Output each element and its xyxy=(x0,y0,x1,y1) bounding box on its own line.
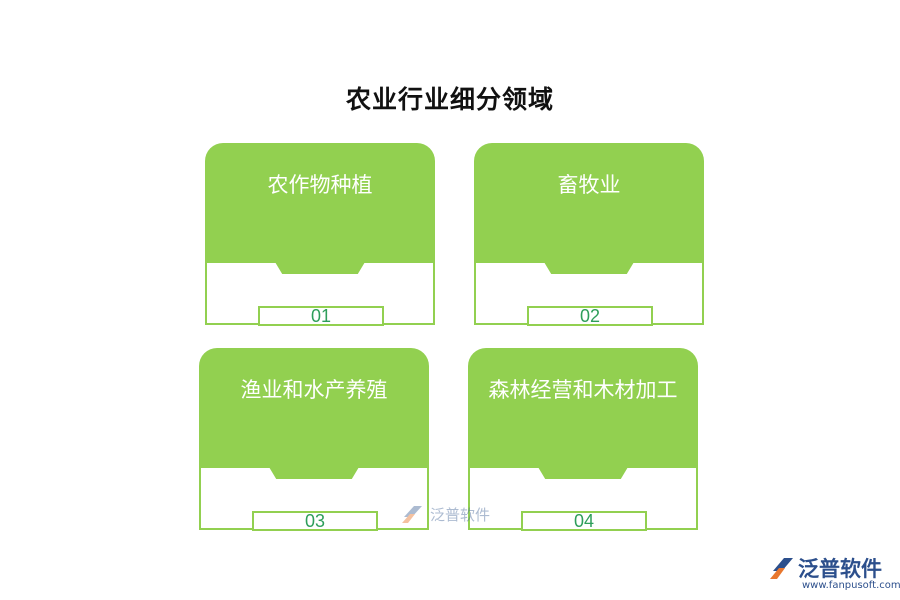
card-number: 03 xyxy=(252,511,378,531)
category-card-3: 渔业和水产养殖 03 xyxy=(199,348,429,532)
fanpu-logo-icon xyxy=(770,558,793,579)
card-label: 森林经营和木材加工 xyxy=(488,378,678,402)
card-number: 04 xyxy=(521,511,647,531)
card-label: 农作物种植 xyxy=(267,173,373,197)
card-header xyxy=(468,348,698,478)
card-label: 渔业和水产养殖 xyxy=(240,378,388,402)
watermark-text: 泛普软件 xyxy=(430,505,491,524)
category-card-4: 森林经营和木材加工 04 xyxy=(468,348,698,532)
card-header xyxy=(199,348,429,478)
card-header xyxy=(205,143,435,273)
card-number: 01 xyxy=(258,306,384,326)
diagram-title: 农业行业细分领域 xyxy=(345,85,554,114)
category-card-2: 畜牧业 02 xyxy=(474,143,704,327)
card-notch xyxy=(275,262,365,274)
logo-name: 泛普软件 xyxy=(798,557,882,581)
card-number: 02 xyxy=(527,306,653,326)
watermark: 泛普软件 xyxy=(400,503,490,525)
logo-url: www.fanpusoft.com xyxy=(802,580,900,591)
fanpu-logo-icon xyxy=(402,506,422,523)
card-notch xyxy=(269,467,359,479)
card-notch xyxy=(538,467,628,479)
brand-logo: 泛普软件 www.fanpusoft.com xyxy=(768,553,900,593)
card-header xyxy=(474,143,704,273)
category-card-1: 农作物种植 01 xyxy=(205,143,435,327)
card-notch xyxy=(544,262,634,274)
card-label: 畜牧业 xyxy=(557,173,621,197)
